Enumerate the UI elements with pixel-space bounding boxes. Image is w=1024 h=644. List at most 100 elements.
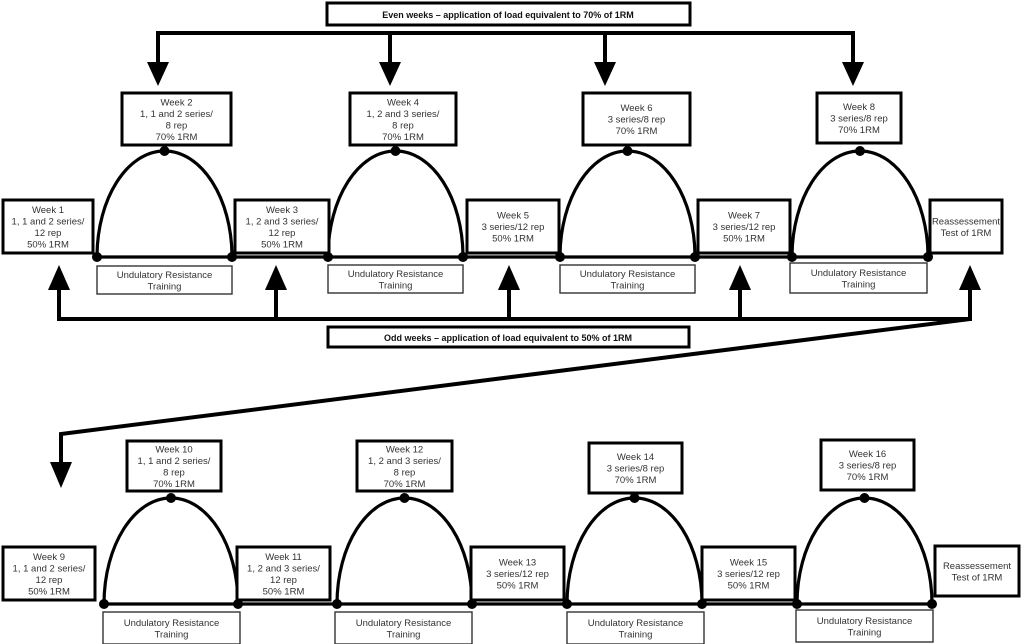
box-text-line: 1, 2 and 3 series/ [247,563,320,574]
box-text-line: 50% 1RM [497,581,539,592]
box-text-line: 3 series/12 rep [486,569,549,580]
box-text-line: 3 series/8 rep [830,114,888,125]
undulation-arch [795,496,934,605]
box-text-line: 70% 1RM [153,479,195,490]
box-text-line: 8 rep [394,467,416,478]
box-text-line: 1, 2 and 3 series/ [246,216,319,227]
box-text-line: 50% 1RM [28,586,70,597]
even-weeks-banner-text: Even weeks – application of load equival… [382,10,634,20]
box-text-line: Week 11 [265,552,302,563]
box-text-line: Week 9 [33,552,65,563]
box-text-line: 70% 1RM [156,132,198,143]
box-text-line: 12 rep [35,228,62,239]
odd-weeks-banner-text: Odd weeks – application of load equivale… [384,333,632,343]
up-arrow-icon [498,265,520,290]
peak-dot [622,146,633,156]
box-text-line: Test of 1RM [941,228,992,239]
odd-weeks-banner: Odd weeks – application of load equivale… [326,325,691,349]
box-text-line: 70% 1RM [615,475,657,486]
down-arrow-icon [842,62,864,86]
box-text-line: Training [848,627,882,638]
box-text-line: 50% 1RM [263,586,305,597]
box-text-line: Week 6 [620,103,652,114]
box-text-line: 3 series/8 rep [608,115,666,126]
box-text-line: 12 rep [269,228,296,239]
box-text-line: Week 1 [32,205,64,216]
box-text-line: Week 8 [843,102,875,113]
down-arrow-icon [147,62,169,86]
undulation-arch [790,149,930,258]
box-text-line: 8 rep [392,120,414,131]
box-text-line: Undulatory Resistance [817,616,913,627]
box-text-line: Week 4 [387,97,419,108]
box-text-line: 12 rep [36,575,63,586]
box-text-line: Undulatory Resistance [588,618,684,629]
box-text-line: Reassessement [943,561,1011,572]
up-arrow-icon [265,265,287,290]
box-text-line: 70% 1RM [838,125,880,136]
valley-dot [332,599,342,609]
down-arrow-icon [594,62,616,86]
peak-dot [166,493,176,503]
down-arrow-icon [379,62,401,86]
box-text-line: Week 14 [617,452,654,463]
box-text-line: 3 series/12 rep [482,222,545,233]
box-text-line: Undulatory Resistance [348,269,444,280]
continuation-connector [50,317,971,488]
up-arrow-icon [959,265,981,290]
box-text-line: 3 series/8 rep [607,464,665,475]
box-text-line: Undulatory Resistance [356,618,452,629]
box-text-line: 70% 1RM [382,132,424,143]
box-text-line: 1, 1 and 2 series/ [138,456,211,467]
box-text-line: 3 series/8 rep [839,461,897,472]
box-text-line: Week 13 [499,558,536,569]
peak-dot [399,493,410,503]
box-text-line: 3 series/12 rep [713,222,776,233]
even-weeks-banner: Even weeks – application of load equival… [325,1,692,27]
box-text-line: Undulatory Resistance [580,269,676,280]
box-text-line: Week 7 [728,211,760,222]
odd-weeks-connector [48,265,981,321]
down-arrow-icon [50,462,72,488]
valley-dot [927,599,937,609]
box-text-line: 1, 1 and 2 series/ [13,563,86,574]
box-text-line: Week 5 [497,211,529,222]
box-text-line: 50% 1RM [723,234,765,245]
up-arrow-icon [48,265,70,290]
box-text-line: 1, 2 and 3 series/ [367,109,440,120]
peak-dot [159,146,170,156]
box-text-line: Week 3 [266,205,298,216]
box-text-line: Week 16 [849,449,886,460]
box-text-line: 70% 1RM [384,479,426,490]
undulation-arch [565,496,704,605]
box-text-line: Undulatory Resistance [117,270,213,281]
box-text-line: Training [619,629,653,640]
peak-dot [629,493,640,503]
box-text-line: Week 15 [730,558,767,569]
box-text-line: 50% 1RM [261,239,303,250]
box-text-line: Training [148,281,182,292]
even-weeks-connector [147,31,864,86]
box-text-line: 8 rep [163,467,185,478]
box-text-line: 1, 1 and 2 series/ [12,216,85,227]
box-text-line: Training [842,279,876,290]
box-text-line: Undulatory Resistance [124,618,220,629]
